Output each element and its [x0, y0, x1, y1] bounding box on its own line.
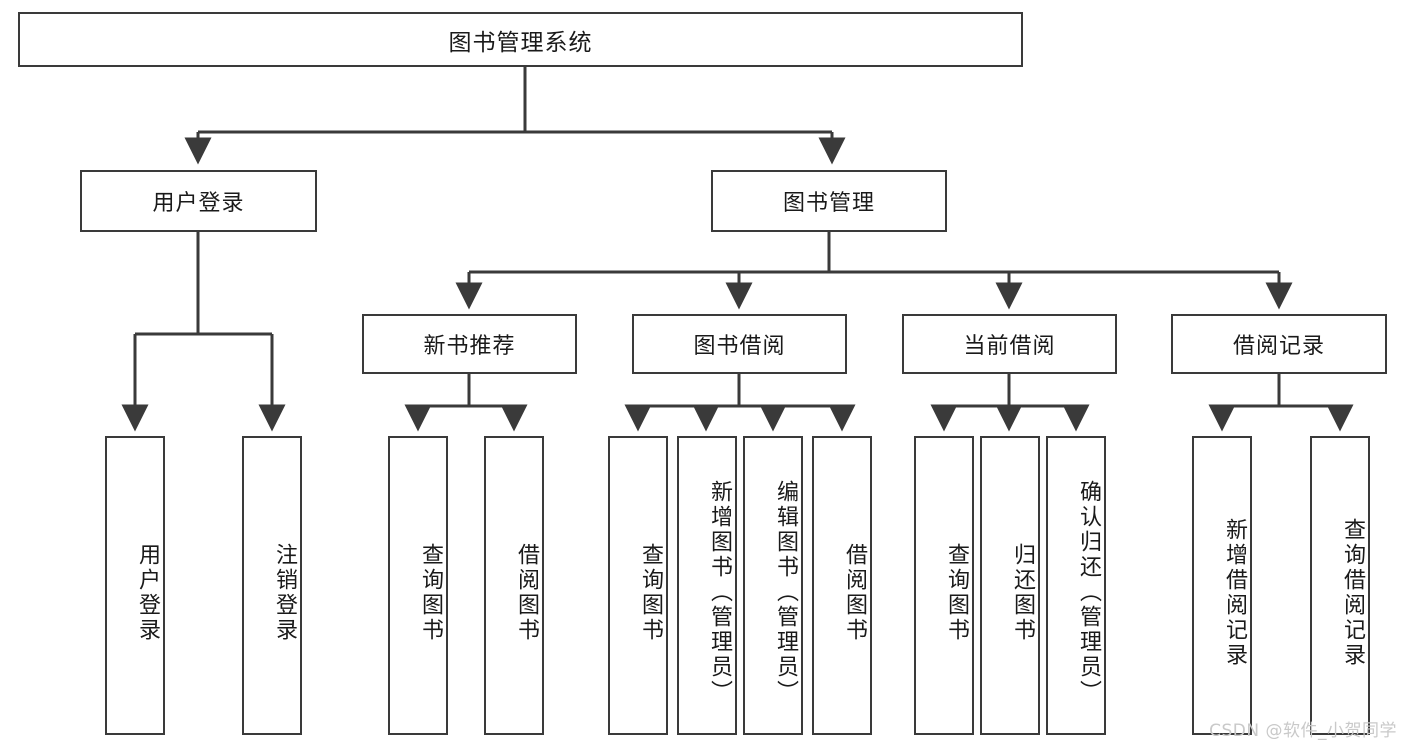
node-label: 查询图书	[418, 542, 443, 643]
leaf-record-add-borrow-record[interactable]: 新增借阅记录	[1192, 436, 1252, 735]
node-label: 图书管理系统	[448, 29, 593, 56]
leaf-user-login[interactable]: 用户登录	[105, 436, 165, 735]
node-label: 查询借阅记录	[1340, 517, 1365, 668]
node-label: 注销登录	[272, 542, 297, 643]
node-label: 当前借阅	[963, 334, 1056, 359]
leaf-record-query-borrow-record[interactable]: 查询借阅记录	[1310, 436, 1370, 735]
node-label: 借阅记录	[1232, 334, 1325, 359]
leaf-current-confirm-return-admin[interactable]: 确认归还（管理员）	[1046, 436, 1106, 735]
leaf-borrow-borrow-book[interactable]: 借阅图书	[812, 436, 872, 735]
node-label: 新增图书（管理员）	[707, 480, 732, 705]
node-label: 用户登录	[135, 542, 160, 643]
node-label: 查询图书	[638, 542, 663, 643]
node-label: 新增借阅记录	[1222, 517, 1247, 668]
node-label: 借阅图书	[514, 542, 539, 643]
node-label: 查询图书	[944, 542, 969, 643]
node-label: 确认归还（管理员）	[1076, 480, 1101, 705]
node-label: 借阅图书	[842, 542, 867, 643]
node-label: 新书推荐	[423, 334, 516, 359]
node-book-management[interactable]: 图书管理	[711, 170, 947, 232]
leaf-borrow-query-book[interactable]: 查询图书	[608, 436, 668, 735]
leaf-current-query-book[interactable]: 查询图书	[914, 436, 974, 735]
leaf-borrow-edit-book-admin[interactable]: 编辑图书（管理员）	[743, 436, 803, 735]
node-borrow-record[interactable]: 借阅记录	[1171, 314, 1387, 374]
node-user-login[interactable]: 用户登录	[80, 170, 317, 232]
leaf-borrow-add-book-admin[interactable]: 新增图书（管理员）	[677, 436, 737, 735]
node-label: 编辑图书（管理员）	[773, 480, 798, 705]
node-current-borrow[interactable]: 当前借阅	[902, 314, 1117, 374]
leaf-current-return-book[interactable]: 归还图书	[980, 436, 1040, 735]
node-label: 用户登录	[152, 191, 245, 216]
node-book-borrow[interactable]: 图书借阅	[632, 314, 847, 374]
node-label: 图书借阅	[693, 334, 786, 359]
leaf-recommend-query-book[interactable]: 查询图书	[388, 436, 448, 735]
node-label: 图书管理	[782, 191, 875, 216]
leaf-logout[interactable]: 注销登录	[242, 436, 302, 735]
leaf-recommend-borrow-book[interactable]: 借阅图书	[484, 436, 544, 735]
node-label: 归还图书	[1010, 542, 1035, 643]
csdn-watermark: CSDN @软件_小贺同学	[1209, 721, 1397, 741]
node-root-book-management-system[interactable]: 图书管理系统	[18, 12, 1023, 67]
node-new-book-recommend[interactable]: 新书推荐	[362, 314, 577, 374]
